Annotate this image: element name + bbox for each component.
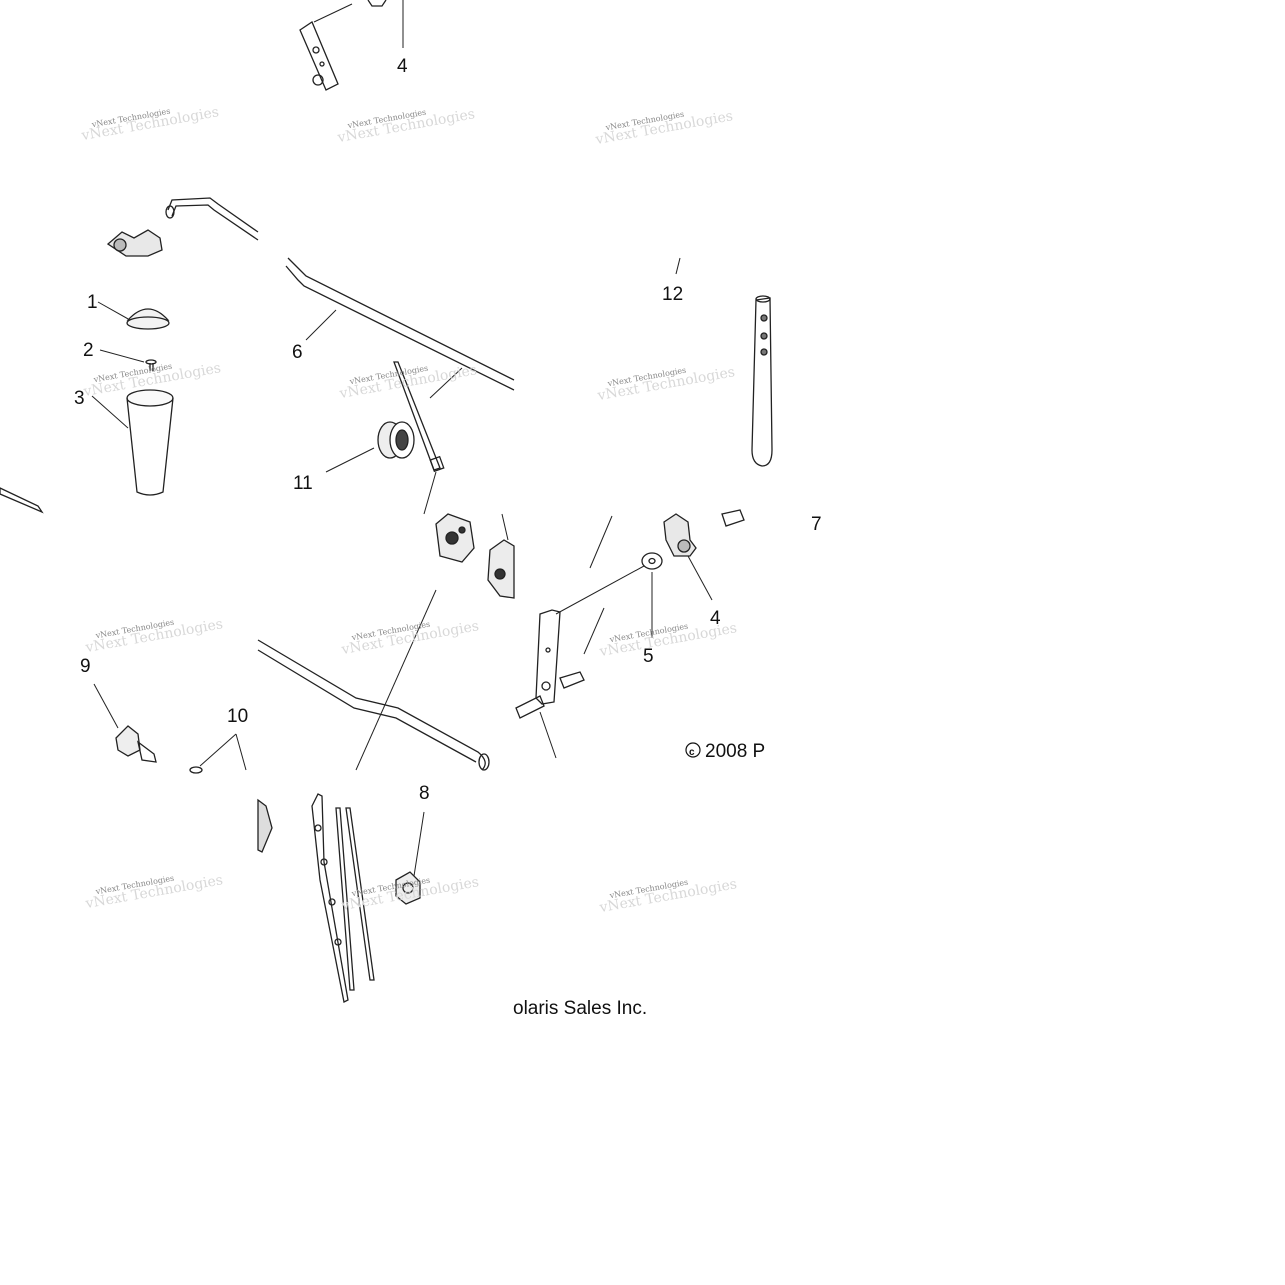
watermark-2: vNext Technologies vNext Technologies [335, 106, 476, 146]
washer-part [641, 552, 663, 570]
pin-part [721, 509, 745, 527]
shift-lever [751, 295, 773, 467]
mounting-bracket [311, 793, 375, 1003]
arm-part [299, 0, 387, 91]
watermark-6: vNext Technologies vNext Technologies [595, 364, 736, 404]
damper-left [435, 513, 475, 563]
callout-3: 3 [74, 388, 85, 409]
watermark-10: vNext Technologies vNext Technologies [83, 872, 224, 912]
screw-part [145, 359, 157, 371]
part-10-edge [189, 766, 203, 774]
callout-4-top: 4 [397, 56, 408, 77]
callout-1: 1 [87, 292, 98, 313]
flange-nut [395, 871, 421, 905]
long-bolt [393, 361, 445, 473]
watermark-3: vNext Technologies vNext Technologies [593, 108, 734, 148]
svg-text:c: c [689, 747, 695, 758]
shift-rod-lower [257, 639, 490, 771]
shift-arm [515, 609, 585, 719]
callout-11: 11 [293, 473, 313, 494]
callout-9: 9 [80, 656, 91, 677]
callout-2: 2 [83, 340, 94, 361]
flange-bolt [115, 725, 157, 763]
shift-knob [126, 389, 174, 496]
clamp-part [106, 229, 163, 257]
callout-10: 10 [227, 706, 248, 727]
callout-8: 8 [419, 783, 430, 804]
copyright-text-bottom: olaris Sales Inc. [513, 998, 647, 1019]
cap-part [126, 308, 170, 330]
clamp-part-right [663, 513, 697, 557]
rod-stub-left [0, 487, 44, 514]
shift-rod-long [285, 257, 515, 391]
bushing-part [377, 421, 415, 459]
callout-12: 12 [662, 284, 683, 305]
callout-6: 6 [292, 342, 303, 363]
copyright-mark: c [685, 742, 701, 758]
watermark-1: vNext Technologies vNext Technologies [79, 104, 220, 144]
callout-4-right: 4 [710, 608, 721, 629]
damper-right [487, 539, 515, 599]
callout-5: 5 [643, 646, 654, 667]
watermark-12: vNext Technologies vNext Technologies [597, 876, 738, 916]
damper-fragment [257, 798, 273, 853]
copyright-text-top: 2008 P [705, 741, 765, 762]
callout-7: 7 [811, 514, 822, 535]
shift-rod-upper [165, 197, 259, 241]
watermark-7: vNext Technologies vNext Technologies [83, 616, 224, 656]
